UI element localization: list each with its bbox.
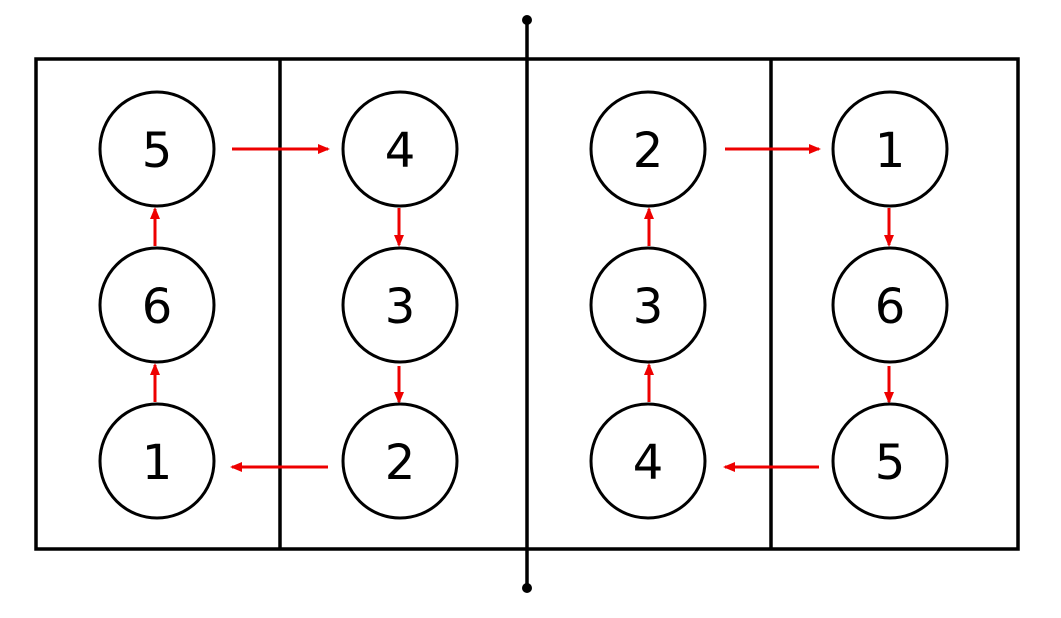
left-team: 5 4 6 3 1 2 [98, 90, 459, 520]
net-post-bottom [522, 583, 532, 593]
player-circle [341, 246, 459, 364]
player-number: 6 [142, 279, 173, 335]
player-position: 3 [589, 246, 707, 364]
player-circle [341, 90, 459, 208]
player-position: 4 [589, 402, 707, 520]
player-position: 1 [831, 90, 949, 208]
player-circle [589, 246, 707, 364]
rotation-arrows [150, 144, 894, 472]
player-position: 6 [831, 246, 949, 364]
player-position: 3 [341, 246, 459, 364]
player-circle [589, 90, 707, 208]
player-circle [831, 90, 949, 208]
player-position: 5 [98, 90, 216, 208]
player-number: 1 [875, 123, 906, 179]
player-number: 3 [633, 279, 664, 335]
player-position: 5 [831, 402, 949, 520]
player-circle [831, 402, 949, 520]
player-circle [98, 402, 216, 520]
player-number: 2 [385, 435, 416, 491]
player-number: 6 [875, 279, 906, 335]
player-position: 6 [98, 246, 216, 364]
player-position: 2 [341, 402, 459, 520]
player-number: 1 [142, 435, 173, 491]
player-number: 5 [875, 435, 906, 491]
player-number: 3 [385, 279, 416, 335]
player-number: 2 [633, 123, 664, 179]
player-circle [589, 402, 707, 520]
player-number: 4 [385, 123, 416, 179]
right-team: 2 1 3 6 4 5 [589, 90, 949, 520]
player-position: 1 [98, 402, 216, 520]
player-circle [831, 246, 949, 364]
player-position: 2 [589, 90, 707, 208]
player-number: 4 [633, 435, 664, 491]
player-circle [341, 402, 459, 520]
player-circle [98, 246, 216, 364]
net-post-top [522, 15, 532, 25]
player-circle [98, 90, 216, 208]
player-number: 5 [142, 123, 173, 179]
player-position: 4 [341, 90, 459, 208]
